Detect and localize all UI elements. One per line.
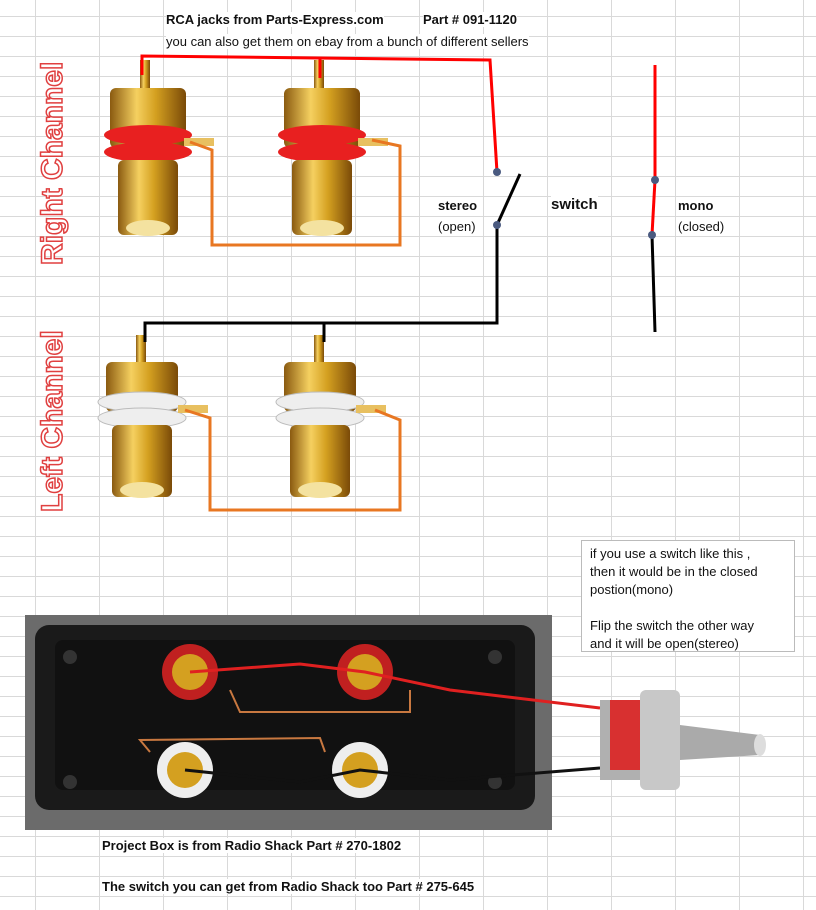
stereo-label: stereo bbox=[438, 198, 478, 213]
orange-wire-left bbox=[184, 408, 402, 512]
orange-wire-right bbox=[189, 138, 402, 247]
rca-jack-left-1 bbox=[97, 335, 208, 498]
project-box-source: Project Box is from Radio Shack Part # 2… bbox=[102, 838, 402, 853]
note-line: and it will be open(stereo) bbox=[590, 636, 739, 651]
mono-contact-top bbox=[651, 176, 659, 184]
switch-note: if you use a switch like this , then it … bbox=[581, 540, 795, 652]
rca-jack-right-2 bbox=[278, 60, 388, 236]
note-line: if you use a switch like this , bbox=[590, 546, 751, 561]
header-part: Part # 091-1120 bbox=[423, 12, 517, 27]
right-channel-label: Right Channel bbox=[36, 62, 69, 265]
note-line: then it would be in the closed bbox=[590, 564, 758, 579]
stereo-state: (open) bbox=[438, 219, 476, 234]
note-line: postion(mono) bbox=[590, 582, 674, 597]
note-line: Flip the switch the other way bbox=[590, 618, 755, 633]
mono-black-wire bbox=[650, 234, 657, 333]
switch-contact-bottom bbox=[493, 221, 501, 229]
toggle-switch-photo bbox=[600, 690, 766, 790]
rca-jack-right-1 bbox=[104, 60, 214, 236]
switch-lever bbox=[495, 173, 522, 226]
left-channel-label: Left Channel bbox=[36, 330, 69, 512]
mono-label: mono bbox=[678, 198, 714, 213]
project-box-photo bbox=[25, 615, 601, 830]
header-title: RCA jacks from Parts-Express.com bbox=[166, 12, 384, 27]
switch-source: The switch you can get from Radio Shack … bbox=[102, 879, 475, 894]
header-subtitle: you can also get them on ebay from a bun… bbox=[166, 34, 529, 49]
rca-jack-left-2 bbox=[275, 335, 386, 498]
mono-lever bbox=[650, 179, 657, 236]
switch-label: switch bbox=[551, 196, 598, 213]
switch-contact-top bbox=[493, 168, 501, 176]
red-wire bbox=[140, 54, 499, 173]
mono-state: (closed) bbox=[678, 219, 725, 234]
black-wire bbox=[143, 225, 499, 342]
mono-contact-bottom bbox=[648, 231, 656, 239]
